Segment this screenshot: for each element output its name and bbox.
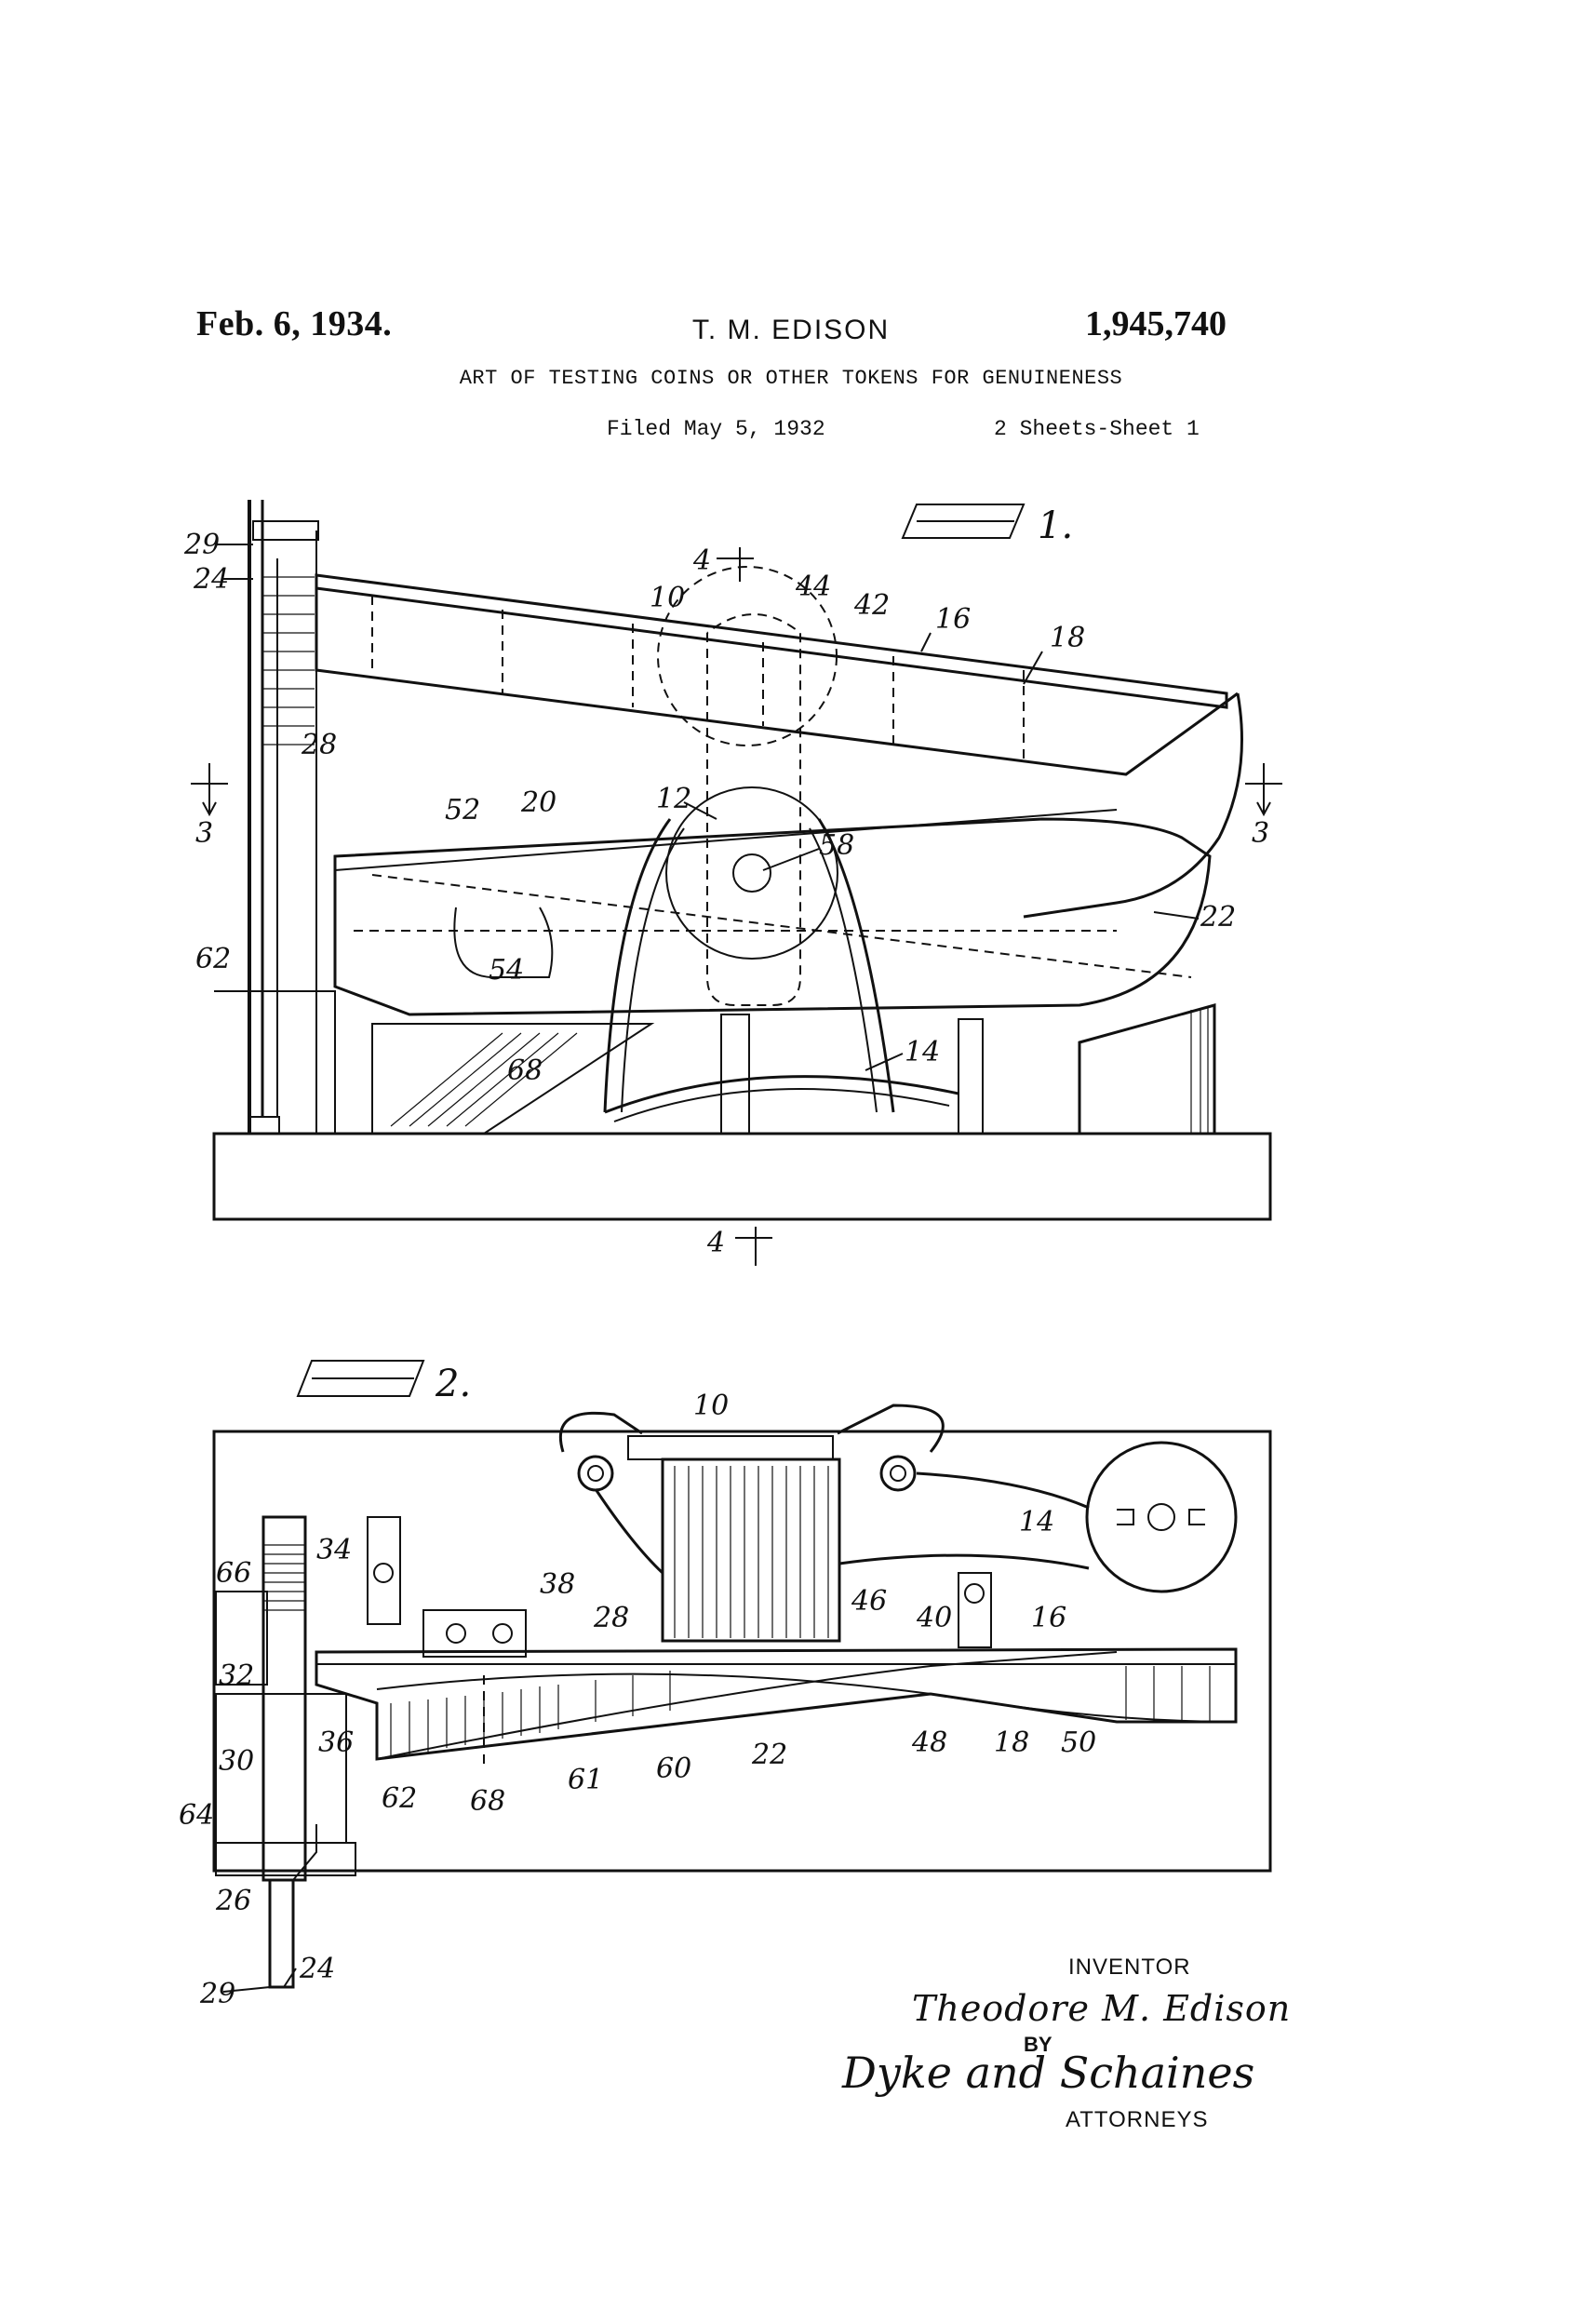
fig1-ref-62: 62 <box>195 943 231 975</box>
fig1-ref-10: 10 <box>650 582 685 614</box>
fig1-ref-20: 20 <box>520 786 556 819</box>
fig2-ref-50: 50 <box>1061 1726 1096 1759</box>
fig1-leader-lines <box>216 544 1200 1071</box>
fig2-coil-winding <box>674 1466 829 1638</box>
fig1-base-plate <box>212 1132 1272 1221</box>
patent-number: 1,945,740 <box>1085 304 1227 343</box>
fig1-lower-trough <box>333 817 1212 1016</box>
fig2-coil-10 <box>661 1458 841 1643</box>
fig1-opening-54 <box>453 907 554 978</box>
by-label: BY <box>1024 2033 1052 2056</box>
fig2-ref-30: 30 <box>219 1745 254 1778</box>
fig1-chute-hatch <box>262 576 315 746</box>
fig2-ref-24: 24 <box>299 1953 335 1985</box>
fig1-ref-16: 16 <box>935 603 971 636</box>
fig2-ref-68: 68 <box>470 1785 505 1818</box>
fig2-socket-disc <box>1085 1441 1238 1593</box>
fig1-right-block <box>1078 1003 1216 1135</box>
attorneys-label: ATTORNEYS <box>1066 2107 1209 2132</box>
fig2-ref-22: 22 <box>751 1739 787 1771</box>
fig2-ref-66: 66 <box>216 1557 251 1590</box>
fig1-ref-52: 52 <box>445 794 480 826</box>
fig2-ref-62: 62 <box>382 1782 417 1815</box>
fig1-ref-24: 24 <box>193 563 229 596</box>
fig2-ref-29: 29 <box>199 1978 235 2010</box>
fig2-ref-14: 14 <box>1019 1506 1054 1538</box>
inventor-short-name: T. M. EDISON <box>691 315 891 345</box>
attorneys-signature: Dyke and Schaines <box>842 2048 1255 2098</box>
svg-text:1.: 1. <box>1038 504 1073 547</box>
fig2-ref-26: 26 <box>215 1885 251 1917</box>
fig1-block-68 <box>371 1023 655 1135</box>
fig1-ref-44: 44 <box>795 571 831 603</box>
fig1-ref-14: 14 <box>905 1036 940 1068</box>
fig1-coil-10 <box>657 566 838 746</box>
fig2-ref-32: 32 <box>219 1659 254 1692</box>
fig1-coil-12 <box>665 786 838 960</box>
fig2-base-plate <box>212 1430 1272 1873</box>
fig1-section-4-top: 4 <box>692 544 711 577</box>
figure-2-drawing: 2. <box>179 1360 1272 2010</box>
fig2-ref-34: 34 <box>316 1534 352 1566</box>
fig2-ref-64: 64 <box>179 1799 214 1832</box>
fig2-ref-18: 18 <box>994 1726 1029 1759</box>
svg-text:2.: 2. <box>435 1363 471 1405</box>
fig1-ref-22: 22 <box>1200 901 1236 934</box>
inventor-name: Theodore M. Edison <box>912 1988 1292 2029</box>
sheet-count: 2 Sheets-Sheet 1 <box>994 417 1200 441</box>
fig1-ref-54: 54 <box>489 954 524 987</box>
fig2-trough-hatch <box>390 1666 1211 1757</box>
fig1-ref-18: 18 <box>1050 622 1085 654</box>
inventor-label: INVENTOR <box>1068 1955 1191 1980</box>
fig2-coin-chute <box>261 1515 307 1882</box>
fig1-ref-42: 42 <box>853 589 890 622</box>
fig2-ref-46: 46 <box>851 1585 887 1618</box>
fig1-upper-trough <box>315 573 1228 709</box>
fig2-ref-28: 28 <box>593 1602 629 1634</box>
fig1-ref-28: 28 <box>301 729 337 761</box>
filed-date: Filed May 5, 1932 <box>607 417 825 441</box>
fig1-ref-12: 12 <box>656 783 691 815</box>
fig2-ref-48: 48 <box>911 1726 947 1759</box>
fig2-ref-61: 61 <box>568 1764 603 1796</box>
fig2-ref-16: 16 <box>1031 1602 1066 1634</box>
fig1-section-3-right: 3 <box>1252 817 1269 850</box>
fig2-ref-40: 40 <box>916 1602 952 1634</box>
fig1-ref-58: 58 <box>819 829 854 862</box>
fig1-section-3-left: 3 <box>195 817 213 850</box>
fig2-ref-60: 60 <box>656 1753 691 1785</box>
patent-title: ART OF TESTING COINS OR OTHER TOKENS FOR… <box>459 367 1123 390</box>
fig1-ref-68: 68 <box>507 1055 543 1087</box>
fig1-ref-29: 29 <box>183 529 220 561</box>
fig2-ref-36: 36 <box>318 1726 354 1759</box>
fig1-section-4-bottom: 4 <box>706 1227 725 1259</box>
fig2-ref-10: 10 <box>693 1390 729 1422</box>
fig2-ref-38: 38 <box>540 1568 575 1601</box>
figure-1-drawing: 1. 29 24 28 10 44 42 16 18 12 58 52 20 5… <box>183 500 1282 1266</box>
patent-date: Feb. 6, 1934. <box>196 304 393 343</box>
